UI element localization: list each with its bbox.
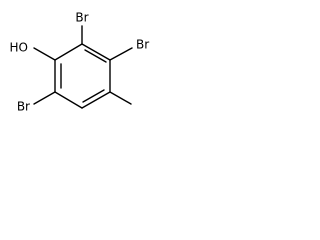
atom-labels: HO Br Br Br bbox=[10, 11, 150, 114]
ring-bond-c2-c3 bbox=[81, 43, 111, 61]
benzene-ring bbox=[54, 43, 111, 109]
bond-to-bromo-bottom bbox=[33, 91, 56, 105]
ring-bond-c4-c5 bbox=[81, 91, 111, 109]
hydroxyl-label: HO bbox=[10, 41, 28, 55]
chemical-structure-diagram: HO Br Br Br bbox=[10, 11, 150, 114]
double-bond-inner-c2-c3 bbox=[84, 49, 107, 63]
bond-to-bromo-right bbox=[109, 47, 133, 61]
ring-bond-c5-c6 bbox=[54, 91, 83, 109]
bromo-top-label: Br bbox=[75, 11, 88, 25]
bromo-right-label: Br bbox=[136, 38, 149, 52]
double-bond-inner-c4-c5 bbox=[82, 89, 105, 103]
bond-to-methyl bbox=[109, 91, 132, 105]
bond-to-hydroxyl bbox=[33, 47, 56, 61]
substituent-bonds bbox=[33, 25, 133, 105]
ring-bond-c1-c2 bbox=[54, 43, 83, 61]
bromo-bottom-label: Br bbox=[17, 100, 30, 114]
